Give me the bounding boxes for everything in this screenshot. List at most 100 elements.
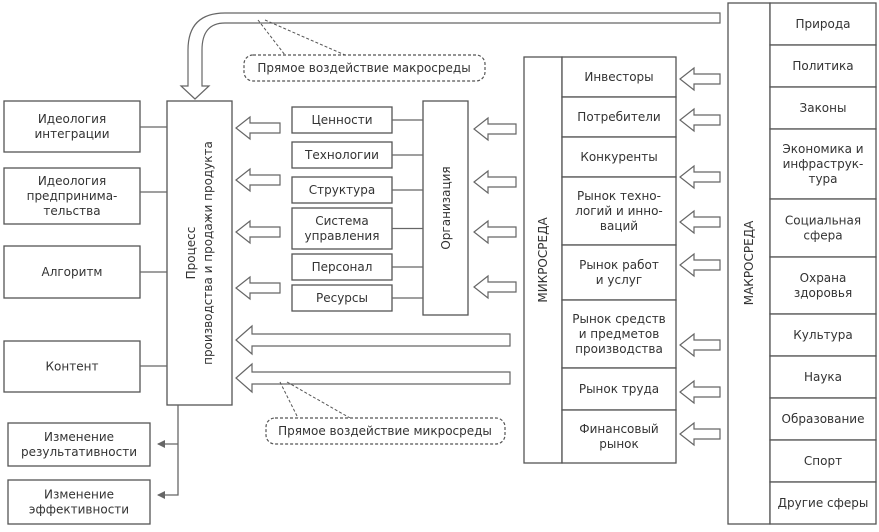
micro-item-7: Рынок труда	[561, 367, 677, 411]
org-item-5-box	[291, 253, 393, 281]
macro-item-3-label: Законы	[800, 101, 847, 115]
org-to-process-arrow-3	[235, 219, 281, 245]
macro-to-micro-arrow-6	[679, 332, 721, 358]
macro-item-7-label: Культура	[793, 328, 852, 342]
macro-to-micro-arrow-4	[679, 209, 721, 235]
macro-note-pointer-b	[264, 19, 346, 56]
macro-frame	[727, 2, 771, 525]
macro-note-text: Прямое воздействие макросреды	[257, 61, 470, 75]
left-item-4-box	[3, 340, 141, 393]
macro-item-8-box	[769, 355, 877, 399]
process-frame	[166, 100, 233, 406]
macro-item-6-box	[769, 256, 877, 315]
micro-item-3-label: Конкуренты	[580, 150, 657, 164]
left-item-3: Алгоритм	[3, 245, 141, 299]
micro-to-org-arrow-4	[473, 274, 517, 300]
macro-impact-arrow	[179, 12, 721, 100]
macro-item-11-label: Другие сферы	[778, 496, 869, 510]
process: Процесс производства и продажи продукта	[166, 100, 233, 406]
micro-item-2-box	[561, 96, 677, 138]
micro-long-arrow-2	[235, 362, 511, 394]
macro-item-3: Законы	[769, 86, 877, 130]
micro-item-2-label: Потребители	[577, 110, 660, 124]
org-item-3: Структура	[291, 176, 393, 204]
org-to-process-arrow-2	[235, 167, 281, 193]
output-connectors	[157, 405, 179, 499]
macro-item-10: Спорт	[769, 439, 877, 483]
micro-item-6-box	[561, 299, 677, 369]
macro-label: МАКРОСРЕДА	[742, 220, 756, 305]
org-item-1-label: Ценности	[311, 113, 372, 127]
micro-item-4-label: Рынок техно-логий и инно-ваций	[575, 189, 663, 233]
micro-frame	[523, 56, 563, 464]
org-item-3-box	[291, 176, 393, 204]
micro-item-1-label: Инвесторы	[584, 70, 653, 84]
macro-item-2-label: Политика	[792, 59, 853, 73]
micro-item-5-box	[561, 244, 677, 301]
macro-to-micro-arrow-3	[679, 164, 721, 190]
organization-frame	[422, 100, 469, 316]
micro-item-2: Потребители	[561, 96, 677, 138]
macro-note-box	[243, 54, 486, 82]
macro-item-10-box	[769, 439, 877, 483]
macro-to-micro-arrow-2	[679, 107, 721, 133]
micro-environment: МИКРОСРЕДА	[523, 56, 563, 464]
micro-to-org-arrow-3	[473, 219, 517, 245]
process-label-line1: Процесс	[184, 227, 198, 280]
org-item-6-label: Ресурсы	[316, 291, 368, 305]
micro-note-text: Прямое воздействие микросреды	[278, 424, 492, 438]
micro-item-1-box	[561, 56, 677, 98]
micro-note-pointer-a	[279, 381, 299, 419]
macro-item-8-label: Наука	[804, 370, 842, 384]
micro-label: МИКРОСРЕДА	[536, 217, 550, 303]
macro-item-10-label: Спорт	[804, 454, 842, 468]
macro-item-11-box	[769, 481, 877, 525]
micro-note-pointer-b	[286, 381, 351, 419]
process-label-line2: производства и продажи продукта	[201, 141, 215, 365]
macro-impact-note: Прямое воздействие макросреды	[243, 19, 486, 82]
output-item-2-box	[7, 479, 151, 525]
macro-item-8: Наука	[769, 355, 877, 399]
macro-item-7-box	[769, 313, 877, 357]
macro-to-micro-arrow-1	[679, 66, 721, 92]
macro-item-1-box	[769, 2, 877, 46]
macro-item-7: Культура	[769, 313, 877, 357]
micro-to-org-arrow-2	[473, 169, 517, 195]
micro-item-7-label: Рынок труда	[579, 382, 659, 396]
impact-arrows	[235, 66, 721, 447]
micro-item-8-box	[561, 409, 677, 464]
micro-item-3-box	[561, 136, 677, 178]
micro-to-org-arrow-1	[473, 116, 517, 142]
left-item-2-box	[3, 167, 141, 225]
org-item-6: Ресурсы	[291, 284, 393, 312]
macro-item-2: Политика	[769, 44, 877, 88]
micro-long-arrow-1	[235, 324, 511, 356]
macro-item-2-box	[769, 44, 877, 88]
macro-item-5-box	[769, 198, 877, 258]
macro-item-1: Природа	[769, 2, 877, 46]
macro-to-micro-arrow-7	[679, 379, 721, 405]
left-connectors	[140, 126, 167, 367]
macro-item-11: Другие сферы	[769, 481, 877, 525]
org-item-1: Ценности	[291, 106, 393, 134]
org-item-5: Персонал	[291, 253, 393, 281]
